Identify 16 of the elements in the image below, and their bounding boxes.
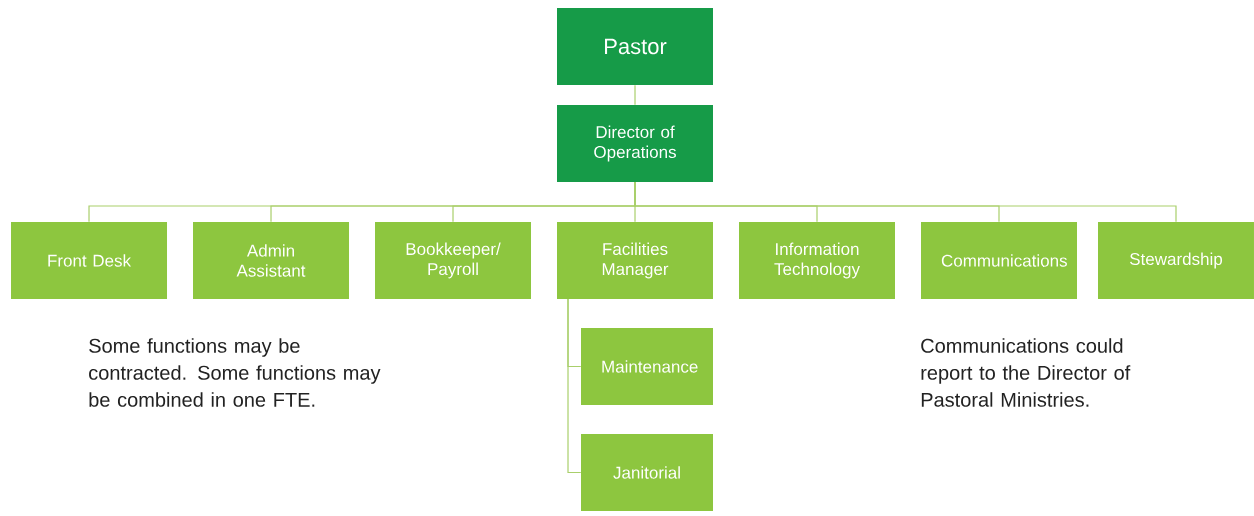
org-box: Stewardship <box>1098 222 1254 299</box>
org-box: Facilities Manager <box>557 222 713 299</box>
org-box: Maintenance <box>581 328 713 405</box>
connector-line <box>634 181 1177 223</box>
org-box: Pastor <box>557 8 713 85</box>
connector-line <box>634 84 636 106</box>
note-text: Some functions may be contracted. Some functions may be combined in one FTE. <box>89 338 381 407</box>
org-box: Director of Operations <box>557 105 713 182</box>
org-box: Bookkeeper/ Payroll <box>375 222 531 299</box>
org-box: Front Desk <box>11 222 167 299</box>
org-box: Information Technology <box>739 222 895 299</box>
connector-line <box>567 298 582 474</box>
note-text: Communications could report to the Director of Pastoral Ministries. <box>921 338 1131 407</box>
org-box: Janitorial <box>581 434 713 511</box>
org-box: Admin Assistant <box>193 222 349 299</box>
org-box: Communications <box>921 222 1077 299</box>
